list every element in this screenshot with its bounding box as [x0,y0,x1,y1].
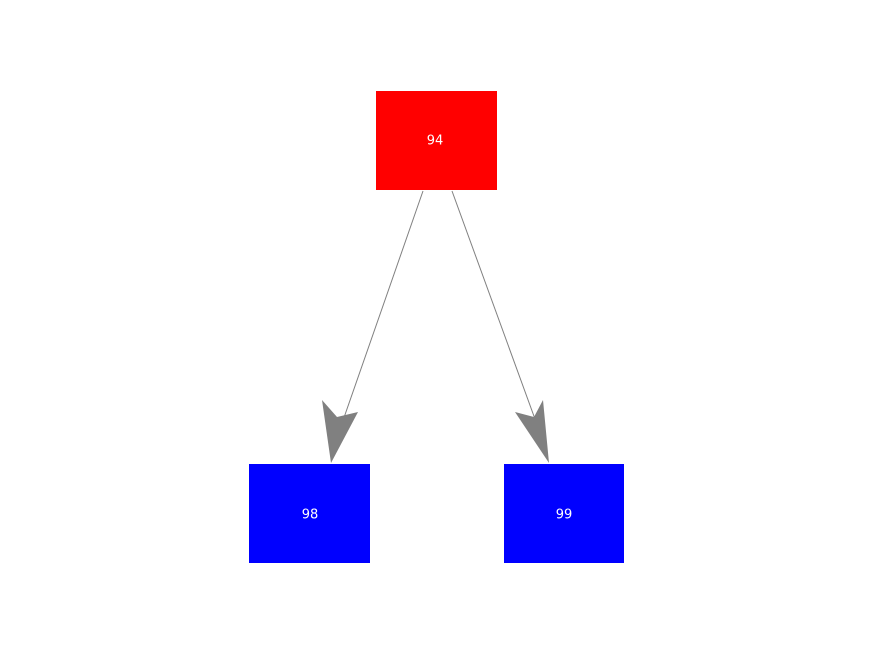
edge-94-98-arrowhead [322,400,358,463]
node-94[interactable]: 94 [376,91,497,190]
node-99[interactable]: 99 [504,464,624,563]
node-94-label: 94 [427,134,444,149]
node-99-rect[interactable] [504,464,624,563]
node-94-rect[interactable] [376,91,497,190]
edge-94-99-line [451,190,548,453]
node-98-label: 98 [302,508,319,523]
edge-94-99-arrowhead [515,400,549,463]
node-99-label: 99 [556,508,573,523]
nodes-layer: 94 98 99 [249,91,624,563]
node-98[interactable]: 98 [249,464,370,563]
edge-94-98-line [331,190,424,453]
node-98-rect[interactable] [249,464,370,563]
edges-layer [322,190,549,463]
